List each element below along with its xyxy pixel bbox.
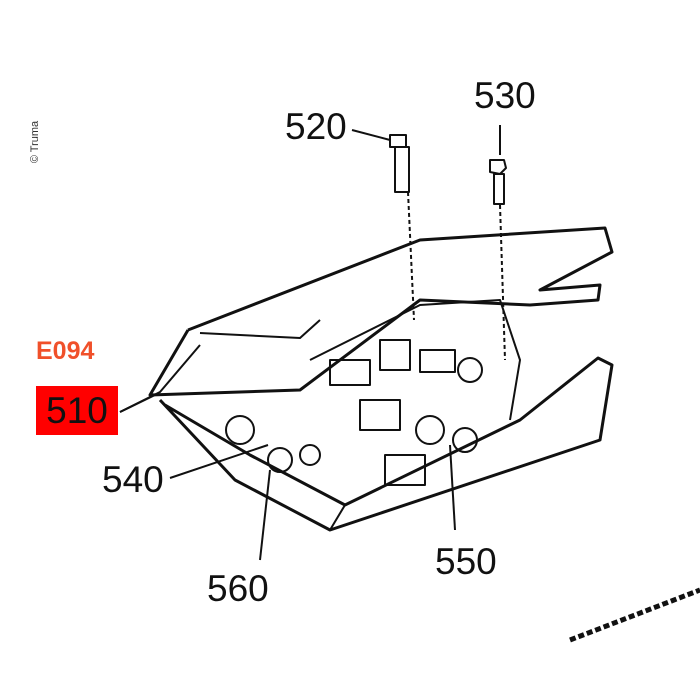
part-label-540[interactable]: 540 [102, 459, 164, 500]
lid-edge [199, 319, 321, 339]
box-front [329, 504, 346, 531]
part-label-550[interactable]: 550 [435, 541, 497, 582]
copyright-text: © Truma [29, 120, 42, 164]
screw-520 [351, 129, 415, 321]
highlighted-part-label[interactable]: 510 [36, 386, 118, 435]
diagram-code: E094 [36, 337, 95, 365]
part-label-530[interactable]: 530 [474, 75, 536, 116]
box-inner [309, 299, 521, 421]
part-label-560[interactable]: 560 [207, 568, 269, 609]
circuit-board [225, 339, 483, 486]
box-outline [158, 356, 614, 532]
rail-fragment [569, 587, 700, 643]
part-label-520[interactable]: 520 [285, 106, 347, 147]
lid-outline [148, 226, 614, 397]
screw-530 [489, 125, 507, 361]
leader-lines [119, 344, 456, 561]
